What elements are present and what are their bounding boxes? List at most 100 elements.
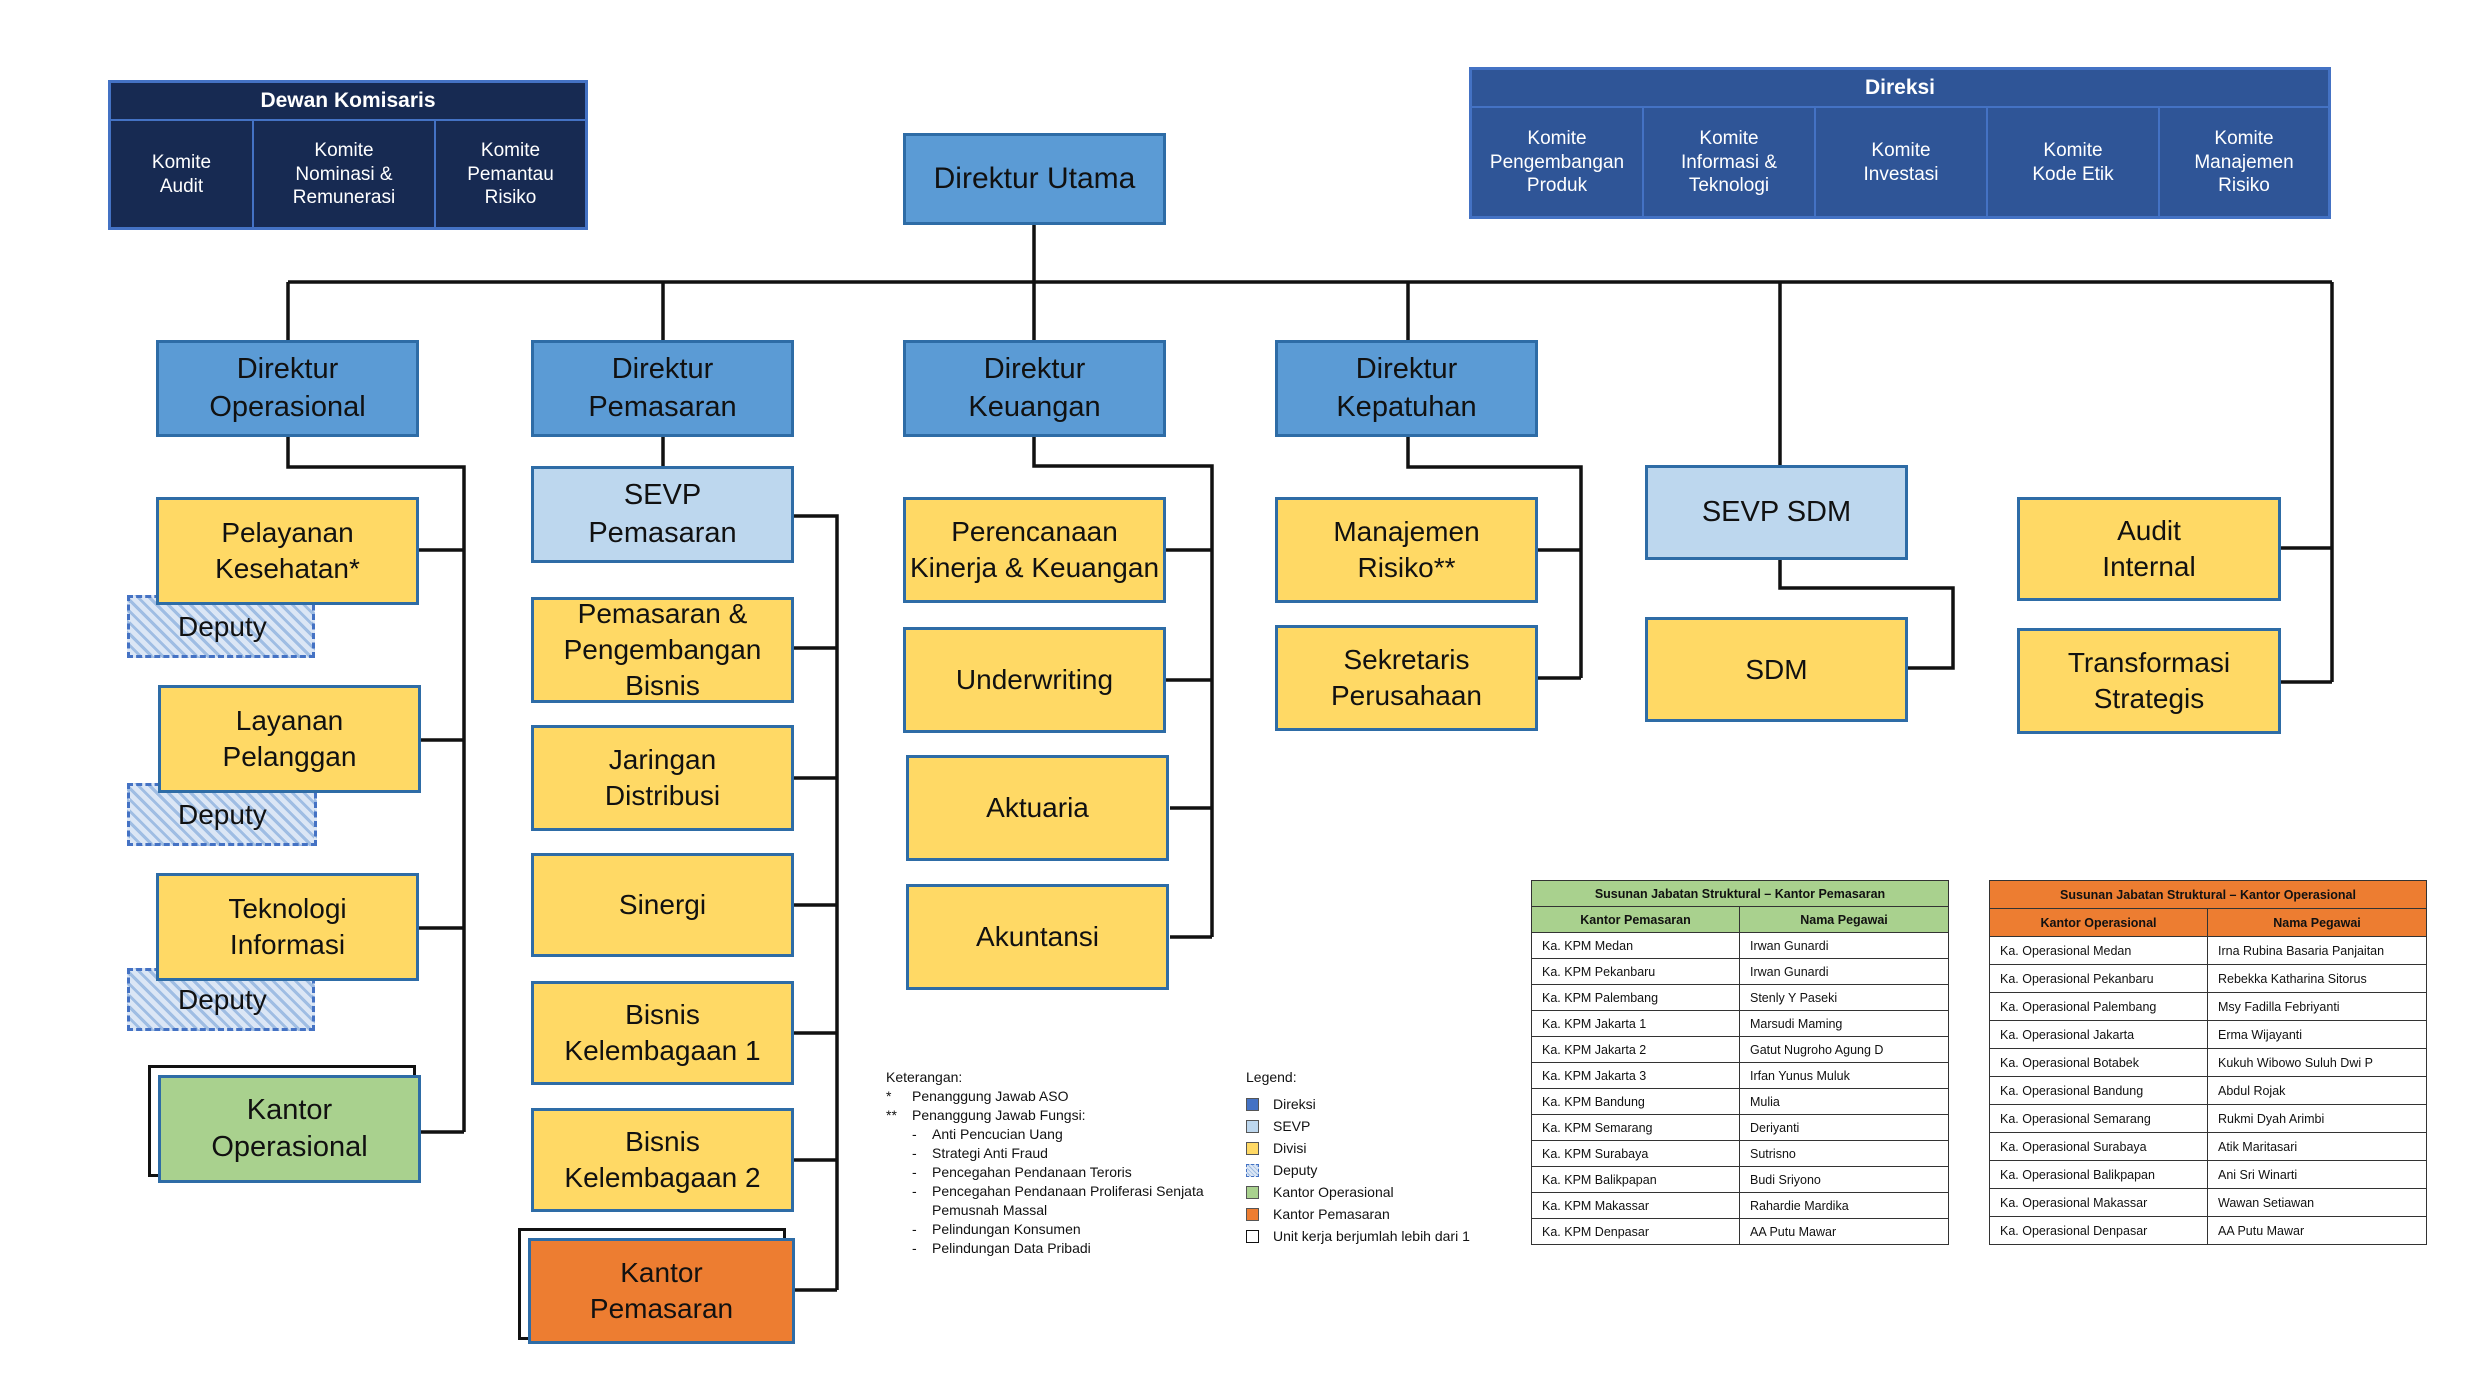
keterangan-title: Keterangan: [886, 1069, 963, 1085]
divisi-audit-internal: Audit Internal [2017, 497, 2281, 601]
divisi-teknologi-informasi: Teknologi Informasi [156, 873, 419, 981]
direktur-operasional-box: Direktur Operasional [156, 340, 419, 437]
office-cell: Ka. Operasional Denpasar [1989, 1216, 2208, 1245]
employee-name-cell: Wawan Setiawan [2207, 1188, 2427, 1217]
office-cell: Ka. Operasional Medan [1989, 936, 2208, 965]
legend-label: SEVP [1273, 1118, 1311, 1134]
note-subitem: Anti Pencucian Uang [932, 1126, 1063, 1142]
note-subitem: Strategi Anti Fraud [932, 1145, 1048, 1161]
employee-name-cell: Atik Maritasari [2207, 1132, 2427, 1161]
komite-kode-etik: Komite Kode Etik [1988, 106, 2160, 219]
legend-label: Kantor Operasional [1273, 1184, 1394, 1200]
employee-name-cell: Irwan Gunardi [1739, 958, 1949, 985]
employee-name-cell: Irna Rubina Basaria Panjaitan [2207, 936, 2427, 965]
legend-label: Direksi [1273, 1096, 1316, 1112]
komite-pemantau-risiko: Komite Pemantau Risiko [467, 139, 554, 209]
komite-informasi-teknologi: Komite Informasi & Teknologi [1644, 106, 1816, 219]
employee-name-cell: Abdul Rojak [2207, 1076, 2427, 1105]
kantor-pemasaran-box: Kantor Pemasaran [528, 1238, 795, 1344]
table-title: Susunan Jabatan Struktural – Kantor Oper… [1989, 880, 2427, 909]
divisi-sdm: SDM [1645, 617, 1908, 722]
komite-investasi: Komite Investasi [1816, 106, 1988, 219]
legend-label: Divisi [1273, 1140, 1307, 1156]
legend-swatch [1246, 1229, 1259, 1243]
legend-swatch [1246, 1141, 1259, 1155]
office-cell: Ka. KPM Surabaya [1531, 1140, 1740, 1167]
legend-item-divisi: Divisi [1246, 1140, 1306, 1156]
divisi-bisnis-kelembagaan-1: Bisnis Kelembagaan 1 [531, 981, 794, 1085]
office-cell: Ka. KPM Semarang [1531, 1114, 1740, 1141]
divisi-sinergi: Sinergi [531, 853, 794, 957]
table-header: Nama Pegawai [1739, 906, 1949, 933]
direktur-kepatuhan-box: Direktur Kepatuhan [1275, 340, 1538, 437]
employee-name-cell: Budi Sriyono [1739, 1166, 1949, 1193]
divisi-manajemen-risiko: Manajemen Risiko** [1275, 497, 1538, 603]
office-cell: Ka. KPM Palembang [1531, 984, 1740, 1011]
employee-name-cell: Irwan Gunardi [1739, 932, 1949, 959]
employee-name-cell: Rebekka Katharina Sitorus [2207, 964, 2427, 993]
divisi-underwriting: Underwriting [903, 627, 1166, 733]
table-kantor-pemasaran: Susunan Jabatan Struktural – Kantor Pema… [1531, 880, 1949, 1245]
office-cell: Ka. KPM Pekanbaru [1531, 958, 1740, 985]
divisi-perencanaan-kinerja-keuangan: Perencanaan Kinerja & Keuangan [903, 497, 1166, 603]
dewan-komisaris-panel: Dewan Komisaris Komite Audit Komite Nomi… [108, 80, 588, 230]
divisi-jaringan-distribusi: Jaringan Distribusi [531, 725, 794, 831]
divisi-bisnis-kelembagaan-2: Bisnis Kelembagaan 2 [531, 1108, 794, 1212]
legend-swatch [1246, 1119, 1259, 1133]
office-cell: Ka. Operasional Makassar [1989, 1188, 2208, 1217]
employee-name-cell: Stenly Y Paseki [1739, 984, 1949, 1011]
table-header: Kantor Pemasaran [1531, 906, 1740, 933]
note-text: Penanggung Jawab ASO [912, 1088, 1069, 1104]
table-header: Kantor Operasional [1989, 908, 2208, 937]
legend-swatch [1246, 1097, 1259, 1111]
note-subitem: Pencegahan Pendanaan Teroris [932, 1164, 1132, 1180]
note-subitem: Pencegahan Pendanaan Proliferasi Senjata… [932, 1183, 1204, 1218]
divisi-sekretaris-perusahaan: Sekretaris Perusahaan [1275, 625, 1538, 731]
divisi-layanan-pelanggan: Layanan Pelanggan [158, 685, 421, 793]
divisi-aktuaria: Aktuaria [906, 755, 1169, 861]
office-cell: Ka. KPM Medan [1531, 932, 1740, 959]
direksi-title: Direksi [1472, 70, 2328, 108]
employee-name-cell: Kukuh Wibowo Suluh Dwi P [2207, 1048, 2427, 1077]
employee-name-cell: Sutrisno [1739, 1140, 1949, 1167]
legend-label: Unit kerja berjumlah lebih dari 1 [1273, 1228, 1470, 1244]
legend-item-direksi: Direksi [1246, 1096, 1316, 1112]
employee-name-cell: AA Putu Mawar [1739, 1218, 1949, 1245]
direktur-pemasaran-box: Direktur Pemasaran [531, 340, 794, 437]
employee-name-cell: Rahardie Mardika [1739, 1192, 1949, 1219]
komite-pengembangan-produk: Komite Pengembangan Produk [1472, 106, 1644, 219]
legend-item-kantor-pemasaran: Kantor Pemasaran [1246, 1206, 1390, 1222]
employee-name-cell: Gatut Nugroho Agung D [1739, 1036, 1949, 1063]
office-cell: Ka. Operasional Botabek [1989, 1048, 2208, 1077]
komite-audit: Komite Audit [111, 119, 254, 230]
employee-name-cell: AA Putu Mawar [2207, 1216, 2427, 1245]
divisi-akuntansi: Akuntansi [906, 884, 1169, 990]
note-text: Penanggung Jawab Fungsi: [912, 1107, 1086, 1123]
legend-item-deputy: Deputy [1246, 1162, 1317, 1178]
direktur-utama-box: Direktur Utama [903, 133, 1166, 225]
direksi-panel: Direksi Komite Pengembangan Produk Komit… [1469, 67, 2331, 219]
dewan-komisaris-title: Dewan Komisaris [111, 83, 585, 121]
employee-name-cell: Deriyanti [1739, 1114, 1949, 1141]
employee-name-cell: Rukmi Dyah Arimbi [2207, 1104, 2427, 1133]
employee-name-cell: Irfan Yunus Muluk [1739, 1062, 1949, 1089]
office-cell: Ka. Operasional Bandung [1989, 1076, 2208, 1105]
office-cell: Ka. KPM Makassar [1531, 1192, 1740, 1219]
office-cell: Ka. Operasional Palembang [1989, 992, 2208, 1021]
note-mark: ** [886, 1107, 897, 1123]
office-cell: Ka. Operasional Jakarta [1989, 1020, 2208, 1049]
employee-name-cell: Msy Fadilla Febriyanti [2207, 992, 2427, 1021]
